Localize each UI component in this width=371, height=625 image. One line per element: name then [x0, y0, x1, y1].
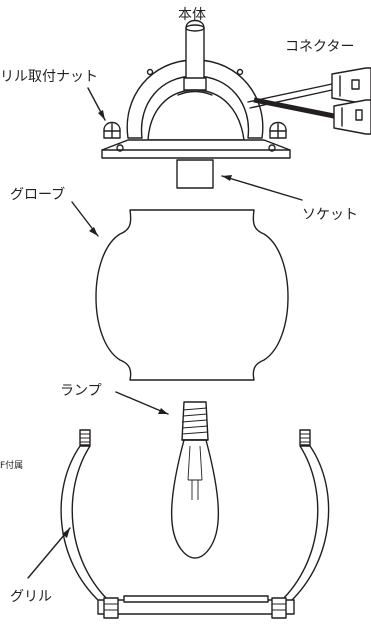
leader-lines — [27, 87, 303, 579]
flange-hole-right — [268, 144, 276, 152]
grill-rod-right — [299, 429, 311, 446]
dome-highlight — [177, 90, 213, 96]
socket-part — [176, 159, 214, 189]
grill-ring-top — [123, 595, 269, 603]
label-body: 本体 — [178, 7, 206, 23]
grill-bolt-left — [103, 597, 119, 619]
cable-lower — [253, 97, 335, 119]
grill-arc-left — [60, 445, 111, 603]
housing-dome — [147, 89, 245, 141]
base-flange — [101, 139, 291, 159]
cable-upper-1 — [247, 83, 333, 103]
flange-hole-left — [116, 144, 124, 152]
grill-arc-right — [279, 445, 330, 603]
label-connector: コネクター — [285, 39, 355, 55]
bracket-hole-left — [146, 68, 154, 76]
cable-upper-2 — [249, 89, 333, 109]
grill-rod-left — [79, 429, 91, 446]
grill-bolt-right — [271, 597, 287, 619]
connector-assembly — [247, 67, 371, 135]
connector-lower — [333, 99, 371, 135]
bracket-hole-right — [236, 68, 244, 76]
label-grill-nut: リル取付ナット — [0, 69, 98, 85]
label-socket: ソケット — [302, 207, 358, 223]
label-attached: F付属 — [0, 461, 24, 471]
fixture-body — [101, 19, 291, 189]
mounting-bracket — [126, 59, 264, 139]
pipe-top — [185, 24, 205, 32]
label-grill: グリル — [10, 589, 52, 605]
label-globe: グローブ — [10, 187, 66, 203]
globe-part — [95, 209, 289, 381]
lamp-part — [170, 401, 220, 559]
lamp-bulb — [170, 439, 220, 559]
grill-part — [60, 429, 330, 619]
label-lamp: ランプ — [60, 383, 102, 399]
pipe-collar — [183, 77, 207, 91]
